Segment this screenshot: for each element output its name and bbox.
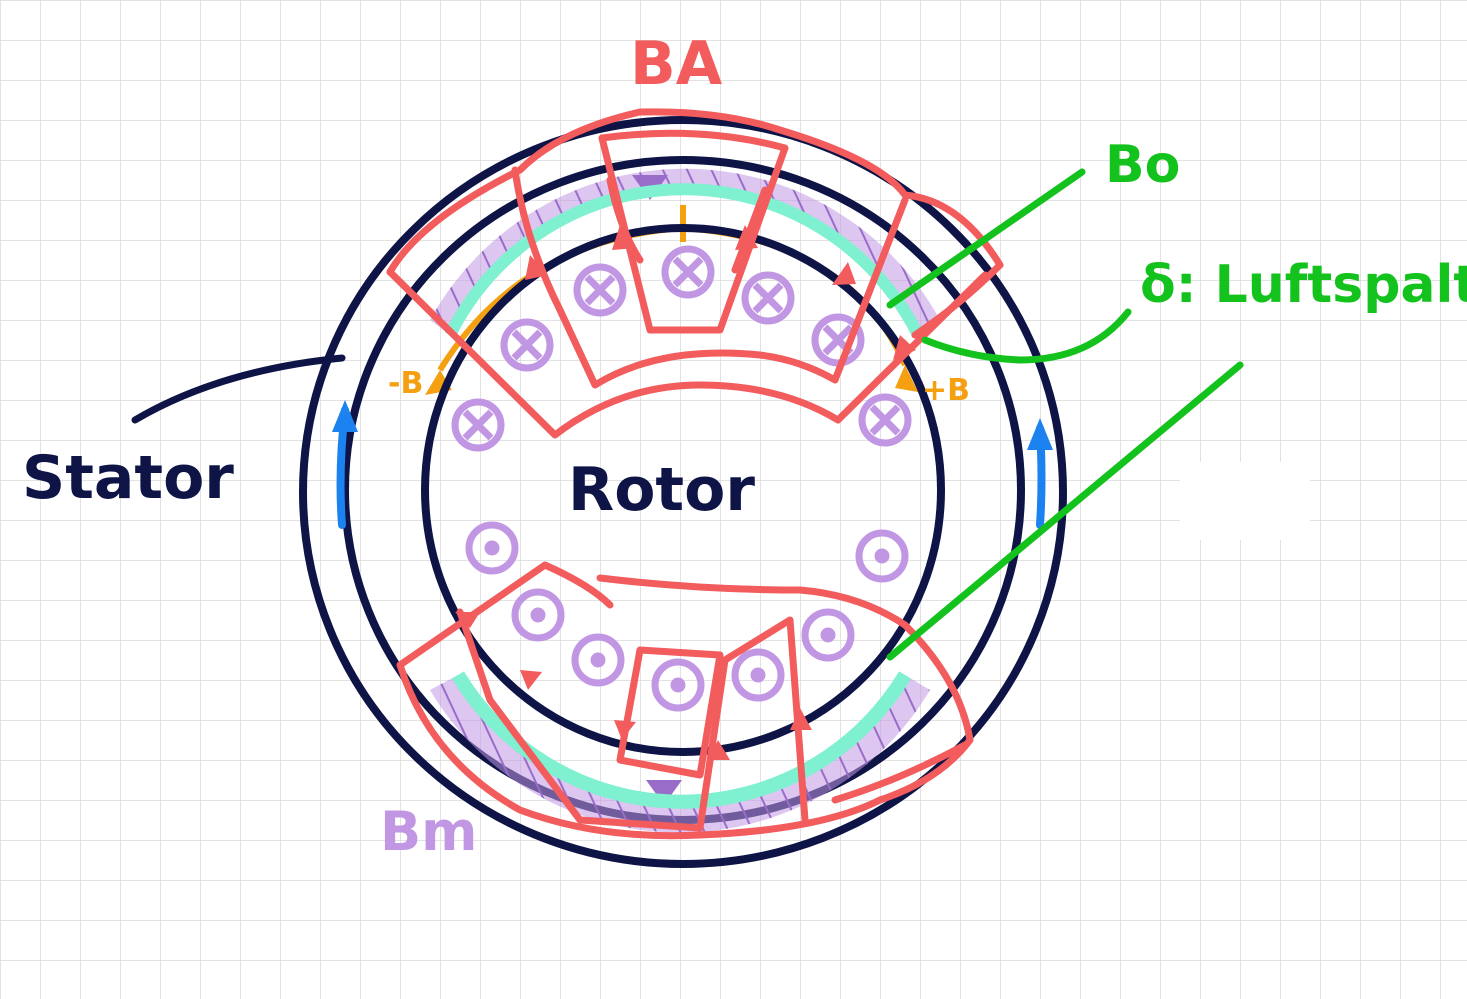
- lower-flux-arrows: [455, 612, 812, 760]
- flux-arrow: [455, 612, 480, 628]
- stator-outer-ring: [299, 116, 1067, 868]
- conductor-dot: [801, 608, 855, 662]
- label-plus-b: +B: [922, 373, 970, 408]
- luftspalt-leader-line: [921, 308, 1132, 364]
- lower-air-gap: [452, 671, 911, 809]
- conductor-dot: [571, 633, 625, 687]
- flux-outer-arc-lower: [396, 621, 974, 840]
- conductor-dot: [651, 658, 705, 712]
- flux-arrow: [735, 225, 758, 250]
- conductor-dot: [465, 521, 519, 575]
- rotation-arrowhead-right: [1027, 418, 1053, 450]
- annotation-lines: [886, 168, 1244, 661]
- lower-conductors: [465, 521, 909, 712]
- label-rotor: Rotor: [568, 455, 755, 525]
- conductor-cross: [741, 271, 795, 325]
- conductor-cross: [858, 393, 912, 447]
- flux-arrow: [612, 225, 636, 250]
- flux-center: [598, 129, 789, 334]
- lower-pole-marker: [646, 780, 682, 805]
- flux-arrow: [790, 708, 812, 730]
- flux-arrow: [893, 335, 916, 360]
- label-minus-b: -B: [388, 366, 423, 401]
- label-ba: BA: [630, 29, 723, 99]
- flux-outer-arc: [386, 108, 1004, 339]
- conductor-dot: [855, 529, 909, 583]
- conductor-cross: [451, 398, 505, 452]
- bo-leader-line: [886, 168, 1086, 309]
- conductor-cross: [661, 245, 715, 299]
- bm-leader-line: [886, 361, 1244, 661]
- upper-air-gap: [444, 183, 924, 338]
- flux-inner-right: [731, 186, 769, 274]
- upper-flux-paths: [386, 108, 1004, 439]
- flux-middle-lower: [456, 608, 809, 832]
- upper-magnet-hatching: [430, 168, 940, 335]
- flux-arrow: [525, 255, 548, 280]
- label-stator: Stator: [22, 443, 234, 513]
- conductor-cross: [500, 318, 554, 372]
- label-luftspalt: δ: Luftspalt: [1140, 255, 1467, 315]
- rotor-circle: [421, 224, 945, 756]
- flux-left-loop-lower: [396, 561, 909, 669]
- flux-arrow: [708, 740, 730, 760]
- flux-left-loop: [386, 268, 989, 439]
- label-bm: Bm: [380, 800, 477, 863]
- label-bo: Bo: [1105, 135, 1180, 195]
- flux-right-lower: [831, 741, 969, 804]
- flux-middle-left: [511, 166, 909, 389]
- field-arrow-right: [895, 365, 918, 392]
- conductor-dot: [511, 588, 565, 642]
- flux-arrow: [832, 262, 856, 285]
- conductor-dot: [731, 648, 785, 702]
- conductor-cross: [573, 263, 627, 317]
- grid-gap: [1180, 462, 1310, 540]
- stator-leader-line: [131, 354, 346, 424]
- rotation-arrowhead-left: [332, 400, 358, 432]
- upper-flux-arrows: [525, 225, 916, 360]
- upper-conductors: [451, 245, 912, 452]
- flux-inner-left: [606, 176, 644, 264]
- flux-arrow: [520, 670, 542, 690]
- flux-arrow: [614, 720, 636, 740]
